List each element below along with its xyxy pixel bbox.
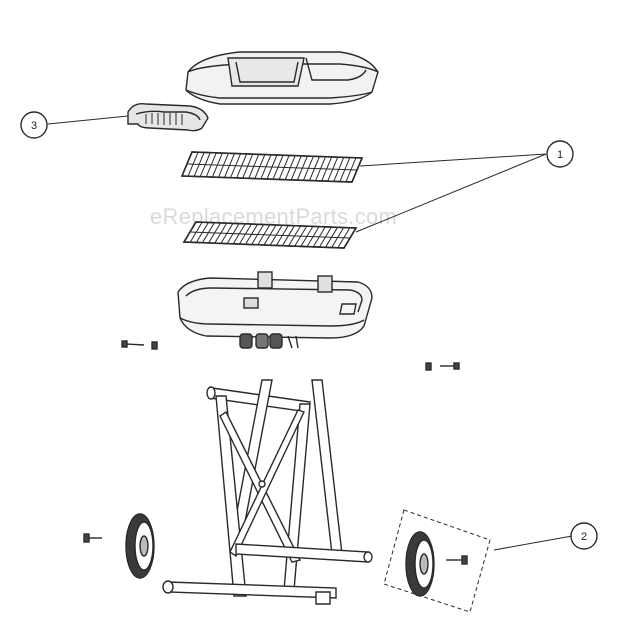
handle-grip-ridges [145, 113, 183, 125]
bolt-left [121, 340, 158, 350]
firebox [177, 271, 373, 339]
callout-3-label: 3 [31, 120, 37, 132]
callout-2-label: 2 [581, 531, 587, 543]
folding-stand [162, 379, 373, 605]
callout-2: 2 [570, 522, 598, 550]
grate-crossbar [186, 163, 358, 171]
bolt-right [425, 362, 460, 371]
wheel-right [405, 531, 435, 597]
axle-bolt-right [446, 555, 468, 565]
cooking-grate-upper [180, 151, 364, 183]
wheel-left [125, 513, 155, 579]
callout-1-label: 1 [557, 149, 563, 161]
lid-handle [127, 102, 209, 132]
grill-lid [185, 51, 379, 105]
axle-bolt-left [83, 533, 102, 543]
callout-3: 3 [20, 111, 48, 139]
wheel-assembly-box [383, 509, 491, 613]
firebox-underside-parts [239, 333, 299, 349]
callout-1: 1 [546, 140, 574, 168]
callout-leaders [47, 115, 573, 551]
cooking-grate-lower [182, 221, 358, 249]
grate-crossbar [189, 231, 351, 239]
